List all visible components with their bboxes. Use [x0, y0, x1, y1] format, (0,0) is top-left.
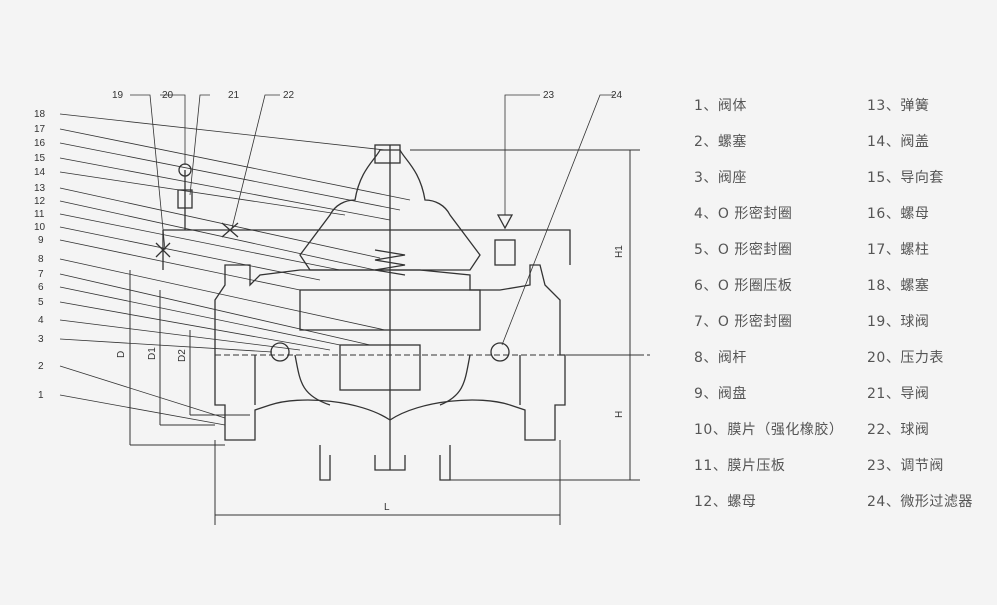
dim-label-L: L — [384, 502, 390, 513]
callout-2: 2 — [38, 361, 44, 372]
leader-14 — [59, 171, 346, 216]
leader-11 — [59, 213, 341, 271]
leader-10 — [59, 226, 321, 281]
callout-12: 12 — [34, 196, 46, 207]
pilot-valve — [177, 189, 193, 209]
leader-22 — [231, 94, 280, 229]
dim-label-D2: D2 — [177, 349, 188, 362]
callout-9: 9 — [38, 235, 44, 246]
leader-13 — [59, 187, 381, 259]
callout-17: 17 — [34, 124, 46, 135]
disc-plate — [299, 289, 481, 331]
port-right — [490, 342, 510, 362]
callout-11: 11 — [34, 209, 45, 220]
dim-label-D: D — [116, 351, 127, 358]
leader-5 — [59, 301, 331, 351]
leader-9 — [59, 239, 301, 291]
dim-D — [129, 270, 250, 446]
callout-4: 4 — [38, 315, 44, 326]
callout-24: 24 — [611, 90, 623, 101]
callout-10: 10 — [34, 222, 46, 233]
dim-label-H1: H1 — [614, 245, 625, 258]
callout-15: 15 — [34, 153, 46, 164]
callout-1: 1 — [38, 390, 44, 401]
dim-L — [214, 440, 561, 525]
leader-3 — [59, 338, 273, 353]
callout-5: 5 — [38, 297, 44, 308]
ball-valve-22 — [221, 222, 239, 238]
port-left — [270, 342, 290, 362]
callout-18: 18 — [34, 109, 46, 120]
regulating-valve — [496, 214, 514, 230]
leader-18 — [59, 113, 386, 151]
callout-6: 6 — [38, 282, 44, 293]
regulating-valve-body — [494, 239, 516, 266]
disc — [339, 344, 421, 391]
callout-16: 16 — [34, 138, 46, 149]
leader-4 — [59, 319, 301, 351]
leader-21 — [189, 94, 210, 196]
leader-15 — [59, 157, 391, 221]
leader-7 — [59, 273, 371, 346]
leader-2 — [59, 365, 226, 419]
dim-label-H: H — [614, 411, 625, 418]
dim-label-D1: D1 — [147, 347, 158, 360]
leader-6 — [59, 286, 341, 346]
leader-24 — [501, 94, 615, 346]
callout-21: 21 — [228, 90, 240, 101]
leader-1 — [59, 394, 226, 426]
callout-13: 13 — [34, 183, 46, 194]
valve-body — [214, 264, 566, 441]
leader-20 — [160, 94, 186, 165]
callout-23: 23 — [543, 90, 555, 101]
valve-feet — [319, 445, 451, 481]
top-plug — [374, 144, 401, 164]
leader-12 — [59, 200, 376, 271]
leader-17 — [59, 128, 411, 201]
leader-23 — [504, 94, 540, 215]
leader-16 — [59, 142, 401, 211]
callout-19: 19 — [112, 90, 124, 101]
callout-3: 3 — [38, 334, 44, 345]
callout-20: 20 — [162, 90, 174, 101]
leader-8 — [59, 258, 386, 331]
ball-valve-19 — [155, 242, 171, 258]
callout-7: 7 — [38, 269, 44, 280]
leader-19 — [130, 94, 166, 251]
callout-8: 8 — [38, 254, 44, 265]
callout-22: 22 — [283, 90, 295, 101]
callout-14: 14 — [34, 167, 46, 178]
body-walls — [254, 354, 521, 406]
